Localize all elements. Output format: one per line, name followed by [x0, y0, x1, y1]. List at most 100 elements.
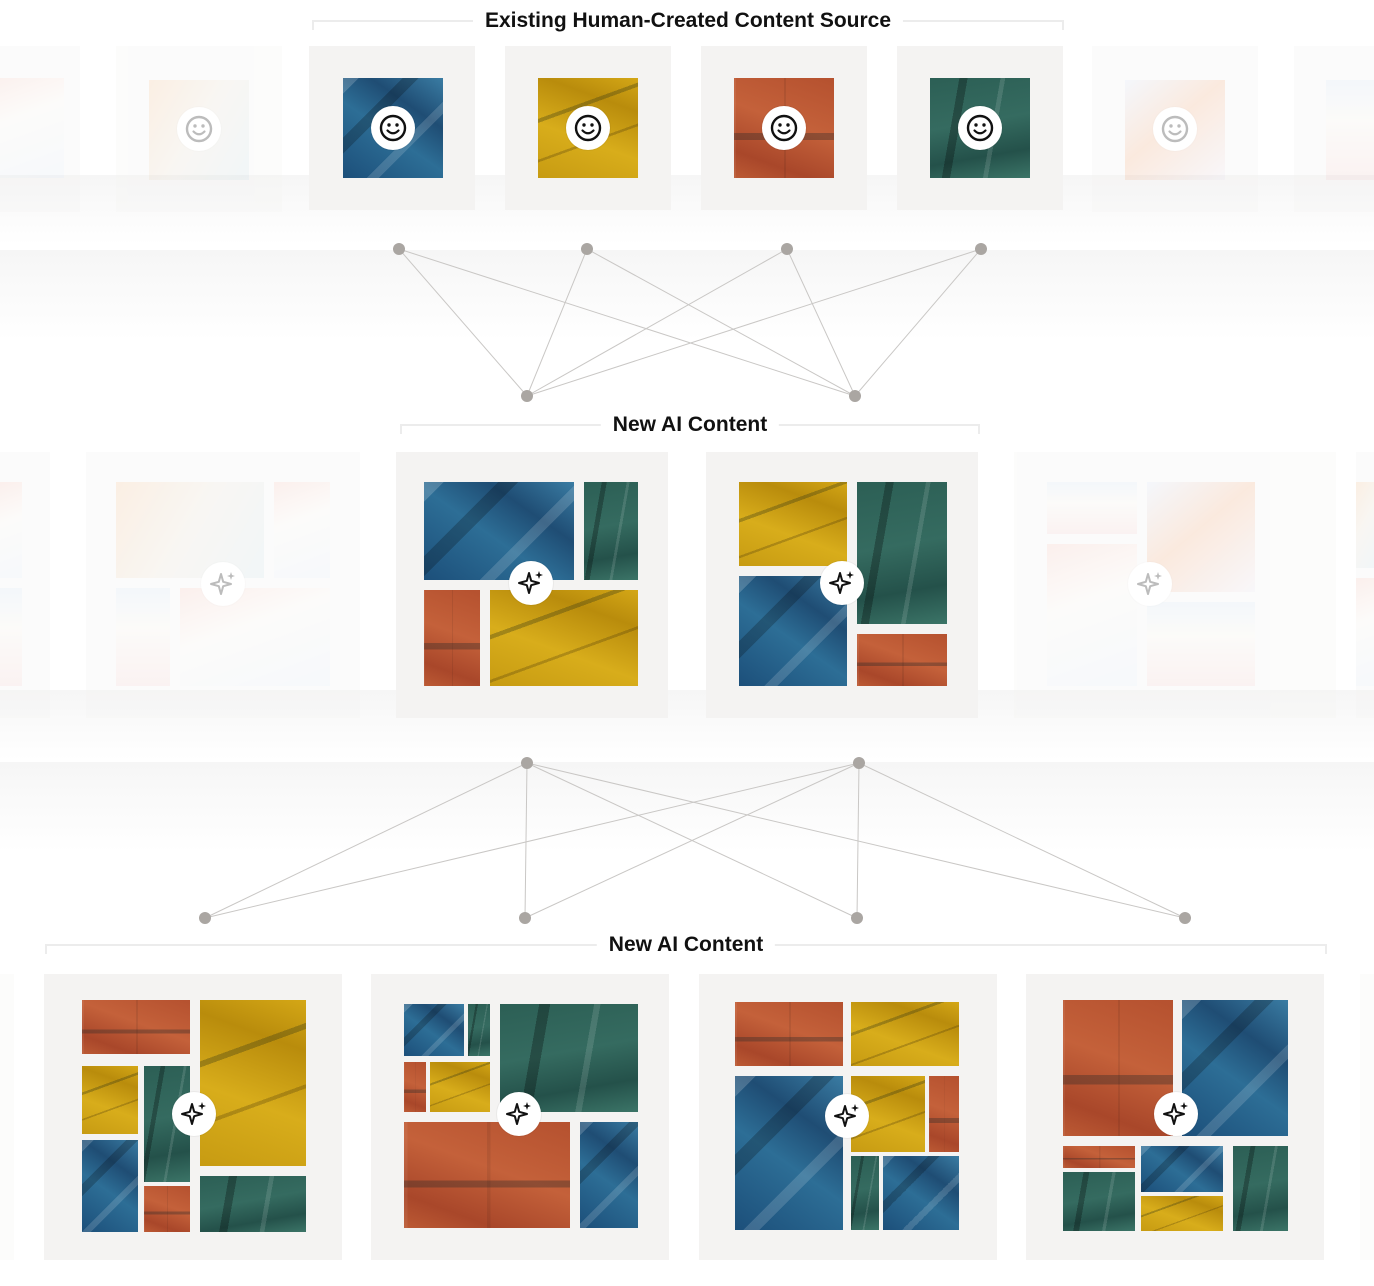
collage-tile-green — [200, 1176, 306, 1232]
collage-tile-green — [1233, 1146, 1288, 1231]
collage-tile — [1147, 482, 1255, 592]
collage-tile — [0, 482, 22, 578]
faded-source-card — [0, 46, 80, 212]
node — [521, 757, 533, 769]
collage-tile — [1047, 544, 1137, 686]
edge — [526, 248, 982, 397]
ai-section-title-1: New AI Content — [600, 412, 780, 438]
collage-tile-green — [851, 1156, 879, 1230]
collage-tile-green — [584, 482, 638, 580]
collage-tile-blue — [735, 1076, 843, 1230]
painting-image — [1125, 80, 1225, 180]
collage-tile-yellow — [851, 1002, 959, 1066]
collage-tile — [1047, 482, 1137, 534]
faded-ai-card — [86, 452, 360, 718]
collage-tile-blue — [424, 482, 574, 580]
ai-section-header-2: New AI Content — [45, 932, 1327, 960]
collage-tile — [0, 588, 22, 686]
ai-section-header-1: New AI Content — [400, 412, 980, 440]
collage-tile-red — [857, 634, 947, 686]
ai-card-6 — [1026, 974, 1324, 1260]
faded-source-card — [116, 46, 282, 212]
collage-tile — [1147, 602, 1255, 686]
collage-tile-red — [1063, 1146, 1135, 1168]
collage-tile — [180, 588, 330, 686]
smiley-face-icon — [177, 107, 221, 151]
collage-tile-yellow — [82, 1066, 138, 1134]
node — [519, 912, 531, 924]
edge — [524, 762, 528, 919]
sparkle-icon — [509, 561, 553, 605]
collage-tile-red — [404, 1062, 426, 1112]
node — [975, 243, 987, 255]
sparkle-icon — [201, 562, 245, 606]
collage-tile-blue — [580, 1122, 638, 1228]
source-section-title: Existing Human-Created Content Source — [472, 8, 904, 34]
collage-tile-yellow — [200, 1000, 306, 1166]
edge — [858, 762, 1186, 919]
collage-tile-blue — [1141, 1146, 1223, 1192]
ai-card-1 — [396, 452, 668, 718]
faded-ai-card — [1014, 452, 1336, 718]
faded-ai-card — [1360, 974, 1374, 1260]
edge — [586, 248, 856, 397]
node — [1179, 912, 1191, 924]
faded-ai-card — [0, 974, 14, 1260]
collage-tile-blue — [404, 1004, 464, 1056]
node — [781, 243, 793, 255]
ai-card-3 — [44, 974, 342, 1260]
node — [849, 390, 861, 402]
edges-layer-1 — [398, 248, 982, 397]
background-band — [0, 175, 1374, 245]
collage-tile-green — [1063, 1172, 1135, 1231]
nodes — [199, 243, 1191, 924]
collage-tile-red — [735, 1002, 843, 1066]
faded-source-card — [1294, 46, 1374, 212]
collage-tile — [1356, 482, 1374, 568]
node — [393, 243, 405, 255]
source-card-yellow — [505, 46, 671, 210]
edge — [526, 248, 788, 397]
collage-tile-red — [404, 1122, 570, 1228]
ai-card-5 — [699, 974, 997, 1260]
collage-tile — [1356, 578, 1374, 686]
node — [199, 912, 211, 924]
sparkle-icon — [172, 1092, 216, 1136]
edge — [524, 762, 860, 919]
smiley-face-icon — [958, 106, 1002, 150]
collage-tile — [274, 482, 330, 578]
smiley-face-icon — [371, 106, 415, 150]
sparkle-icon — [1154, 1092, 1198, 1136]
edge — [786, 248, 856, 397]
collage-tile-red — [424, 590, 480, 686]
sparkle-icon — [820, 561, 864, 605]
painting-image — [149, 80, 249, 180]
painting-image — [1326, 80, 1374, 180]
edge — [398, 248, 856, 397]
collage-tile-red — [929, 1076, 959, 1152]
node — [851, 912, 863, 924]
collage-tile — [116, 588, 170, 686]
smiley-face-icon — [762, 106, 806, 150]
edge — [526, 762, 1186, 919]
edges-layer-2 — [204, 762, 1186, 919]
edge — [204, 762, 860, 919]
edge — [856, 762, 860, 919]
collage-tile-green — [857, 482, 947, 624]
collage-tile-red — [144, 1186, 190, 1232]
collage-tile-blue — [1182, 1000, 1288, 1136]
collage-tile-green — [468, 1004, 490, 1056]
background-band — [0, 762, 1374, 852]
collage-tile-yellow — [490, 590, 638, 686]
collage-tile-yellow — [1141, 1196, 1223, 1231]
ai-section-title-2: New AI Content — [596, 932, 776, 958]
source-section-header: Existing Human-Created Content Source — [312, 8, 1064, 36]
collage-tile — [116, 482, 264, 578]
node — [521, 390, 533, 402]
edge — [854, 248, 982, 397]
source-card-red — [701, 46, 867, 210]
collage-tile-blue — [883, 1156, 959, 1230]
sparkle-icon — [825, 1094, 869, 1138]
faded-source-card — [1092, 46, 1258, 212]
faded-ai-card — [1356, 452, 1374, 718]
